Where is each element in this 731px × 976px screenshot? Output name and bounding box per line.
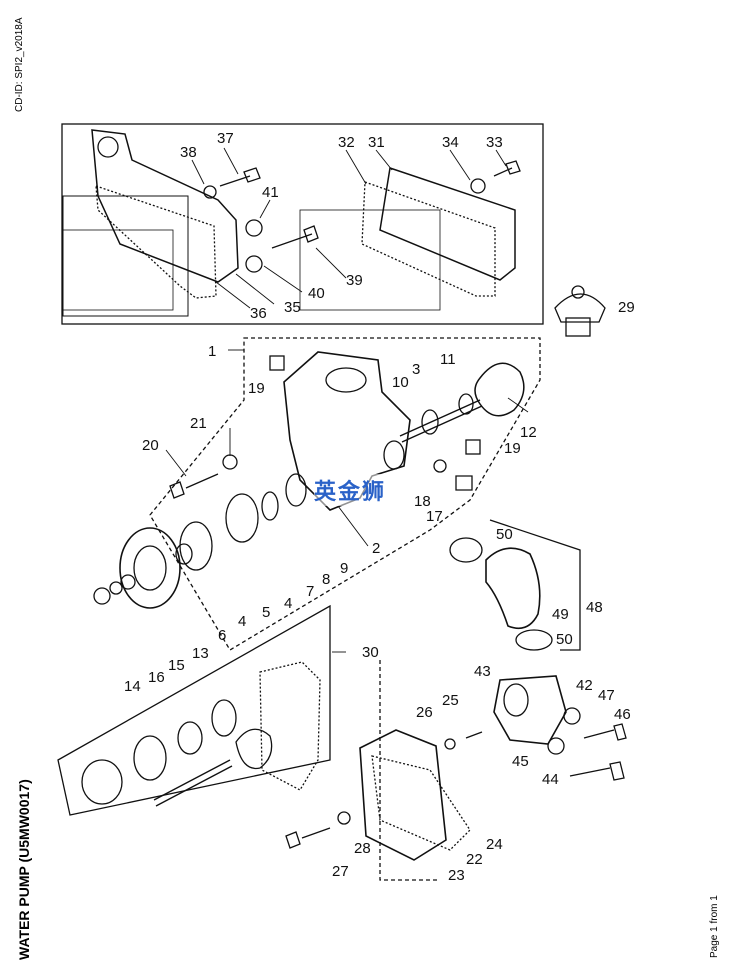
callout-50-top: 50 (496, 526, 513, 543)
callout-20: 20 (142, 437, 159, 454)
callout-11: 11 (440, 351, 456, 368)
callout-17: 17 (426, 508, 443, 525)
callout-18: 18 (414, 493, 431, 510)
thermostat-29 (554, 293, 606, 323)
callout-39: 39 (346, 272, 363, 289)
callout-26: 26 (416, 704, 433, 721)
callout-32: 32 (338, 134, 355, 151)
rear-cover-22 (359, 729, 447, 861)
callout-22: 22 (466, 851, 483, 868)
inset-frame-30 (57, 604, 331, 816)
watermark-stamp: 英金狮 (314, 474, 387, 506)
callout-31: 31 (368, 134, 385, 151)
callout-27: 27 (332, 863, 349, 880)
pulley-13 (119, 527, 181, 609)
callout-38: 38 (180, 144, 197, 161)
inset-frame-top (61, 123, 544, 325)
callout-21: 21 (190, 415, 207, 432)
callout-34: 34 (442, 134, 459, 151)
callout-5: 5 (262, 604, 270, 621)
callout-4-b: 4 (284, 595, 292, 612)
callout-46: 46 (614, 706, 631, 723)
callout-44: 44 (542, 771, 559, 788)
outlet-elbow-42 (493, 675, 567, 745)
callout-25: 25 (442, 692, 459, 709)
callout-35: 35 (284, 299, 301, 316)
impeller-12 (474, 362, 525, 417)
callout-9: 9 (340, 560, 348, 577)
callout-41: 41 (262, 184, 279, 201)
gasket-23 (371, 755, 471, 851)
callout-50-bottom: 50 (556, 631, 573, 648)
callout-16: 16 (148, 669, 165, 686)
callout-24: 24 (486, 836, 503, 853)
callout-14: 14 (124, 678, 141, 695)
callout-47: 47 (598, 687, 615, 704)
gasket-32 (361, 181, 496, 297)
cover-31 (379, 167, 516, 281)
callout-15: 15 (168, 657, 185, 674)
callout-45: 45 (512, 753, 529, 770)
callout-1: 1 (208, 343, 216, 360)
callout-12: 12 (520, 424, 537, 441)
callout-33: 33 (486, 134, 503, 151)
gasket-plate-30 (259, 661, 321, 791)
callout-8: 8 (322, 571, 330, 588)
callout-2: 2 (372, 540, 380, 557)
callout-7: 7 (306, 583, 314, 600)
engine-block-outline (62, 195, 189, 317)
callout-3: 3 (412, 361, 420, 378)
callout-23: 23 (448, 867, 465, 884)
callout-4-a: 4 (238, 613, 246, 630)
callout-30: 30 (362, 644, 379, 661)
gasket-36 (95, 185, 217, 299)
callout-48: 48 (586, 599, 603, 616)
callout-40: 40 (308, 285, 325, 302)
callout-43: 43 (474, 663, 491, 680)
assembly-outline-main (149, 337, 541, 651)
callout-13: 13 (192, 645, 209, 662)
callout-37: 37 (217, 130, 234, 147)
pump-housing-2 (283, 351, 411, 511)
pump-shaft (399, 399, 483, 443)
callout-42: 42 (576, 677, 593, 694)
callout-6: 6 (218, 627, 226, 644)
callout-36: 36 (250, 305, 267, 322)
callout-28: 28 (354, 840, 371, 857)
callout-29: 29 (618, 299, 635, 316)
bracket-35 (91, 129, 239, 283)
callout-49: 49 (552, 606, 569, 623)
callout-10: 10 (392, 374, 409, 391)
callout-19-top: 19 (248, 380, 265, 397)
hose-49 (485, 547, 541, 630)
callout-19-right: 19 (504, 440, 521, 457)
